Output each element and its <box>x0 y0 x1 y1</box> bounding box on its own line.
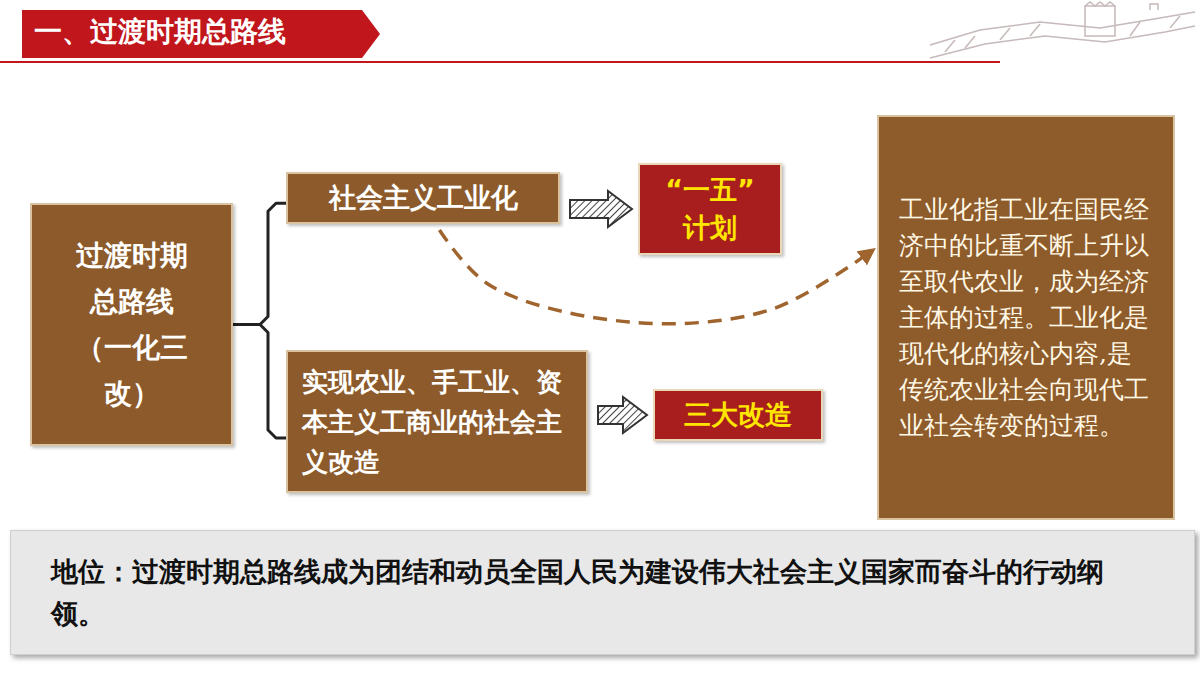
note-box: 工业化指工业在国民经济中的比重不断上升以至取代农业，成为经济主体的过程。工业化是… <box>877 115 1175 520</box>
process-box: 实现农业、手工业、资本主义工商业的社会主义改造 <box>286 350 588 493</box>
result-box: “一五”计划 <box>638 163 782 255</box>
box-text: 社会主义工业化 <box>300 180 546 216</box>
box-text: 实现农业、手工业、资本主义工商业的社会主义改造 <box>302 362 572 482</box>
status-band: 地位：过渡时期总路线成为团结和动员全国人民为建设伟大社会主义国家而奋斗的行动纲领… <box>10 530 1195 655</box>
title-banner <box>22 10 380 58</box>
box-text: 地位：过渡时期总路线成为团结和动员全国人民为建设伟大社会主义国家而奋斗的行动纲领… <box>51 551 1154 635</box>
title-rule <box>0 61 1000 63</box>
slide-title: 一、过渡时期总路线 <box>34 14 286 50</box>
result-box: 三大改造 <box>653 389 823 441</box>
brace-connector <box>233 325 286 439</box>
process-box: 社会主义工业化 <box>286 172 560 224</box>
box-text: 三大改造 <box>667 397 809 433</box>
box-text: 工业化指工业在国民经济中的比重不断上升以至取代农业，成为经济主体的过程。工业化是… <box>899 192 1153 444</box>
box-text: 过渡时期总路线（一化三改） <box>70 233 193 417</box>
wall-sketch <box>930 2 1195 58</box>
block-arrow <box>570 191 632 227</box>
root-box: 过渡时期总路线（一化三改） <box>30 203 233 446</box>
box-text: “一五”计划 <box>654 171 766 247</box>
brace-connector <box>233 203 286 324</box>
block-arrow <box>598 397 647 433</box>
